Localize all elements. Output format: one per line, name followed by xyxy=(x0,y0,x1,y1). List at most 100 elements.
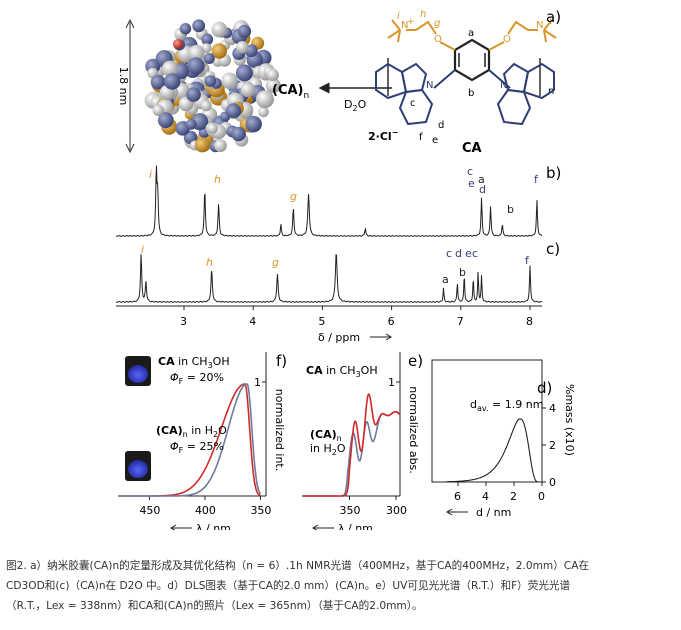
atom-sphere xyxy=(221,72,238,90)
quantum-yield-h2o: ΦF = 25% xyxy=(170,440,224,455)
tick-label: 2 xyxy=(549,439,556,452)
panel-c-letter: c) xyxy=(546,240,560,258)
atom-sphere xyxy=(211,43,227,59)
tick-label: 6 xyxy=(388,315,395,328)
atom-sphere xyxy=(236,41,249,54)
atom-sphere xyxy=(194,137,210,153)
y-axis-label: %mass (x10) xyxy=(563,384,576,456)
series-label-h2o: (CA)n xyxy=(310,428,342,443)
x-axis-label: λ / nm xyxy=(338,522,373,530)
atom-sphere xyxy=(192,19,206,33)
atom-sphere xyxy=(188,44,205,62)
tick-label: 300 xyxy=(386,504,407,517)
svg-text:h: h xyxy=(420,9,426,20)
peak-label: a xyxy=(478,173,485,186)
svg-text:i: i xyxy=(397,11,400,22)
y-axis-label: normalized int. xyxy=(273,389,286,471)
tick-label: 3 xyxy=(180,315,187,328)
y-axis-label: normalized abs. xyxy=(407,386,420,474)
tick-label: 0 xyxy=(549,476,556,489)
figure: 1.8 nm (CA)n D2O O O xyxy=(115,8,576,535)
atom-sphere xyxy=(201,33,214,46)
tick-label: 350 xyxy=(250,504,271,517)
peak-label: e xyxy=(468,177,475,190)
peak-label: b xyxy=(507,203,514,216)
peak-label: c xyxy=(467,165,473,178)
panel-a-letter: a) xyxy=(546,8,561,26)
tick-label: 1 xyxy=(388,376,395,389)
peak-label: h xyxy=(206,256,213,269)
atom-sphere xyxy=(164,73,181,90)
molecule-name: CA xyxy=(462,141,482,156)
peak-label: d xyxy=(455,247,462,260)
peak-label: g xyxy=(290,190,297,203)
atom-sphere xyxy=(225,103,242,119)
svg-text:a: a xyxy=(468,28,474,39)
panel-f-letter: f) xyxy=(276,352,287,370)
tick-label: 4 xyxy=(249,315,256,328)
svg-text:b: b xyxy=(468,88,474,99)
peak-label: i xyxy=(149,168,152,181)
svg-text:e: e xyxy=(432,135,438,146)
series-label-h2o: (CA)n in H2O xyxy=(156,424,227,439)
dls-curve xyxy=(446,418,538,483)
tick-label: 7 xyxy=(457,315,464,328)
figure-canvas: 1.8 nm (CA)n D2O O O xyxy=(115,8,576,535)
peak-label: f xyxy=(525,254,530,267)
dls-annotation: dav. = 1.9 nm xyxy=(470,398,543,413)
tick-label: 5 xyxy=(318,315,325,328)
atom-sphere xyxy=(173,39,183,49)
svg-text:+: + xyxy=(407,17,415,27)
atom-sphere xyxy=(179,23,192,35)
svg-text:O: O xyxy=(434,34,442,45)
axis-label: δ / ppm xyxy=(318,331,360,344)
atom-sphere xyxy=(245,115,262,133)
atom-sphere xyxy=(240,82,256,98)
spectrum-trace xyxy=(115,254,543,303)
svg-text:N: N xyxy=(536,20,543,31)
caption-line-2: CD3OD和(c)（CA)n在 D2O 中。d）DLS图表（基于CA的2.0 m… xyxy=(6,580,571,592)
series-label-ch3oh: CA in CH3OH xyxy=(158,355,230,370)
atom-sphere xyxy=(237,24,252,38)
atom-sphere xyxy=(258,106,269,118)
fl-curve-h2o xyxy=(121,383,262,497)
svg-text:N: N xyxy=(401,20,408,31)
tick-label: 450 xyxy=(139,504,160,517)
series-label-h2o-solvent: in H2O xyxy=(310,442,346,457)
svg-text:f: f xyxy=(419,132,423,143)
atom-sphere xyxy=(185,119,197,130)
atom-sphere xyxy=(150,74,166,90)
peak-label: b xyxy=(459,266,466,279)
peak-label: c xyxy=(446,247,452,260)
atom-sphere xyxy=(186,87,201,102)
tick-label: 2 xyxy=(510,490,517,503)
svg-text:g: g xyxy=(434,18,440,29)
peak-label: g xyxy=(272,256,279,269)
atom-sphere xyxy=(161,60,179,77)
peak-label: e xyxy=(465,247,472,260)
peak-label: a xyxy=(442,273,449,286)
svg-text:+: + xyxy=(547,17,555,27)
tick-label: 8 xyxy=(526,315,533,328)
capsule-label: (CA)n xyxy=(272,83,309,101)
svg-text:d: d xyxy=(438,120,444,131)
panel-e-letter: e) xyxy=(408,352,423,370)
series-label-ch3oh: CA in CH3OH xyxy=(306,364,378,379)
peak-label: d xyxy=(479,183,486,196)
tick-label: 6 xyxy=(454,490,461,503)
spectrum-trace xyxy=(115,165,543,237)
tick-label: 0 xyxy=(538,490,545,503)
peak-label: h xyxy=(214,173,221,186)
panel-d-letter: d) xyxy=(537,379,552,397)
atom-sphere xyxy=(235,64,253,82)
peak-label: f xyxy=(534,173,539,186)
atom-sphere xyxy=(231,126,246,142)
peak-label: c xyxy=(472,247,478,260)
